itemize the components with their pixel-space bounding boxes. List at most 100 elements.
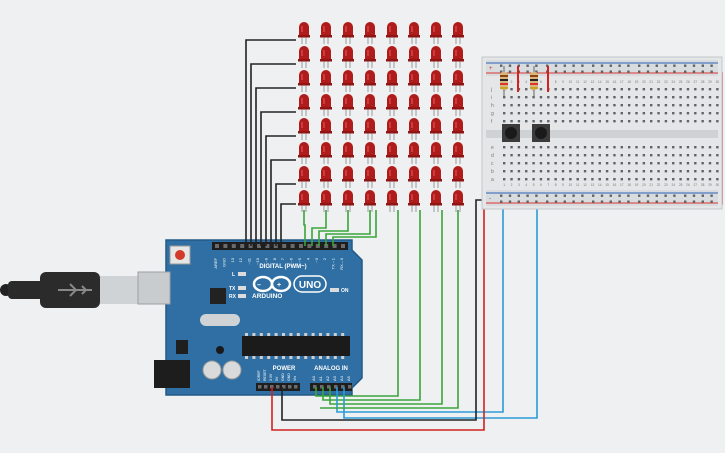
led[interactable] [364, 166, 376, 188]
digital-pin[interactable] [240, 244, 245, 248]
analog-pin[interactable] [327, 385, 331, 389]
led[interactable] [386, 46, 398, 68]
pushbutton-1[interactable] [502, 124, 520, 142]
led[interactable] [298, 70, 310, 92]
wire-row-7[interactable] [275, 183, 296, 246]
power-pin[interactable] [288, 385, 292, 389]
digital-pin[interactable] [265, 244, 270, 248]
led[interactable] [342, 166, 354, 188]
led[interactable] [430, 166, 442, 188]
digital-pin[interactable] [282, 244, 287, 248]
analog-pin[interactable] [334, 385, 338, 389]
wire-col-3[interactable] [318, 210, 349, 246]
digital-pin[interactable] [231, 244, 236, 248]
led[interactable] [386, 142, 398, 164]
wire-row-8[interactable] [280, 203, 296, 246]
led[interactable] [320, 166, 332, 188]
led[interactable] [452, 22, 464, 44]
led[interactable] [298, 190, 310, 212]
digital-pin[interactable] [257, 244, 261, 248]
led[interactable] [342, 46, 354, 68]
led[interactable] [298, 46, 310, 68]
led[interactable] [386, 22, 398, 44]
led[interactable] [364, 118, 376, 140]
wire-button-2[interactable] [343, 178, 538, 419]
led[interactable] [408, 166, 420, 188]
analog-pin[interactable] [313, 385, 317, 389]
wire-col-1[interactable] [303, 210, 306, 246]
led[interactable] [320, 94, 332, 116]
power-pin[interactable] [270, 385, 274, 389]
led[interactable] [386, 70, 398, 92]
digital-pin[interactable] [215, 244, 219, 248]
wire-row-1[interactable] [245, 39, 296, 246]
analog-pin[interactable] [341, 385, 345, 389]
led[interactable] [452, 94, 464, 116]
wire-col-8b[interactable] [320, 210, 459, 409]
wire-col-2[interactable] [311, 210, 327, 246]
led[interactable] [364, 70, 376, 92]
digital-pin[interactable] [223, 244, 228, 248]
led[interactable] [430, 70, 442, 92]
led[interactable] [364, 46, 376, 68]
led[interactable] [386, 166, 398, 188]
digital-pin[interactable] [299, 244, 303, 248]
led[interactable] [430, 46, 442, 68]
wire-button-1[interactable] [336, 178, 504, 413]
wire-col-7[interactable] [322, 210, 421, 401]
led[interactable] [386, 94, 398, 116]
wire-col-8[interactable] [329, 210, 443, 405]
power-pin[interactable] [264, 385, 268, 389]
led[interactable] [298, 118, 310, 140]
led[interactable] [320, 118, 332, 140]
led[interactable] [342, 118, 354, 140]
led[interactable] [320, 190, 332, 212]
wire-row-5[interactable] [265, 135, 296, 246]
led[interactable] [364, 190, 376, 212]
led[interactable] [408, 46, 420, 68]
led[interactable] [342, 22, 354, 44]
led[interactable] [452, 46, 464, 68]
led[interactable] [408, 142, 420, 164]
analog-pin[interactable] [320, 385, 324, 389]
led[interactable] [408, 190, 420, 212]
led[interactable] [408, 94, 420, 116]
led[interactable] [364, 94, 376, 116]
led[interactable] [430, 190, 442, 212]
digital-pin[interactable] [332, 244, 337, 248]
led[interactable] [430, 22, 442, 44]
wire-col-6[interactable] [315, 210, 399, 397]
led[interactable] [320, 22, 332, 44]
led[interactable] [430, 118, 442, 140]
digital-pin[interactable] [315, 244, 320, 248]
led[interactable] [408, 70, 420, 92]
led[interactable] [408, 22, 420, 44]
power-pin[interactable] [258, 385, 262, 389]
wire-col-4[interactable] [325, 210, 371, 246]
digital-pin[interactable] [341, 244, 345, 248]
resistor-2[interactable] [530, 66, 538, 96]
led[interactable] [408, 118, 420, 140]
led[interactable] [386, 190, 398, 212]
led[interactable] [430, 94, 442, 116]
analog-pin[interactable] [348, 385, 352, 389]
power-pin[interactable] [294, 385, 298, 389]
led[interactable] [452, 142, 464, 164]
power-pin[interactable] [276, 385, 280, 389]
led[interactable] [364, 22, 376, 44]
led[interactable] [452, 70, 464, 92]
led[interactable] [298, 166, 310, 188]
led[interactable] [298, 22, 310, 44]
led[interactable] [452, 118, 464, 140]
led[interactable] [342, 94, 354, 116]
wire-row-4[interactable] [260, 111, 296, 246]
led[interactable] [342, 70, 354, 92]
wire-col-5[interactable] [332, 210, 377, 246]
digital-pin[interactable] [307, 244, 312, 248]
digital-pin[interactable] [290, 244, 295, 248]
led[interactable] [320, 142, 332, 164]
led[interactable] [386, 118, 398, 140]
wire-row-3[interactable] [255, 87, 296, 246]
wire-row-2[interactable] [250, 63, 296, 246]
